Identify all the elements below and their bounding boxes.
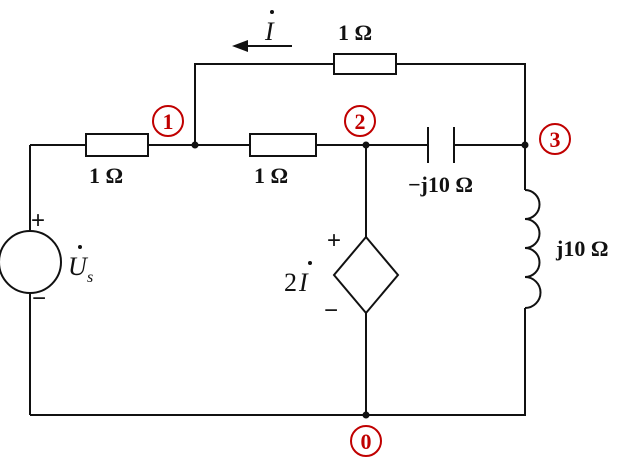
phasor-dot-source bbox=[78, 245, 82, 249]
junction-dot-1 bbox=[191, 141, 199, 149]
source-minus: − bbox=[32, 285, 46, 312]
resistor-top bbox=[333, 53, 397, 75]
svg-text:2: 2 bbox=[355, 109, 366, 134]
phasor-dot-dep bbox=[308, 261, 312, 265]
label-dep-coeff: 2 bbox=[284, 268, 297, 297]
wires bbox=[29, 63, 526, 416]
node-marker-1: 1 bbox=[152, 105, 184, 137]
phasor-dot-current bbox=[270, 10, 274, 14]
label-r-mid: 1 Ω bbox=[254, 163, 288, 188]
source-plus: + bbox=[31, 207, 45, 234]
label-r-top: 1 Ω bbox=[338, 20, 372, 45]
node-marker-0: 0 bbox=[350, 425, 382, 457]
label-source: U bbox=[68, 252, 89, 281]
resistor-left bbox=[85, 133, 149, 157]
svg-text:0: 0 bbox=[361, 429, 372, 454]
label-inductor: j10 Ω bbox=[555, 236, 608, 261]
junction-dot-0 bbox=[362, 411, 370, 419]
dep-minus: − bbox=[324, 297, 338, 324]
svg-text:3: 3 bbox=[550, 127, 561, 152]
junction-dot-2 bbox=[362, 141, 370, 149]
svg-text:1: 1 bbox=[163, 109, 174, 134]
current-arrow bbox=[232, 40, 292, 52]
junction-dot-3 bbox=[521, 141, 529, 149]
dep-plus: + bbox=[327, 227, 341, 254]
resistor-middle bbox=[249, 133, 317, 157]
wire-bottom bbox=[30, 308, 526, 416]
label-source-sub: s bbox=[87, 269, 93, 286]
label-capacitor: −j10 Ω bbox=[408, 172, 473, 197]
voltage-source bbox=[0, 230, 62, 294]
node-marker-2: 2 bbox=[344, 105, 376, 137]
dependent-source bbox=[332, 235, 400, 315]
inductor bbox=[524, 189, 542, 309]
capacitor bbox=[427, 127, 455, 163]
label-r-left: 1 Ω bbox=[89, 163, 123, 188]
label-dep-var: I bbox=[298, 268, 309, 297]
node-marker-3: 3 bbox=[539, 123, 571, 155]
label-current: I bbox=[264, 17, 275, 46]
